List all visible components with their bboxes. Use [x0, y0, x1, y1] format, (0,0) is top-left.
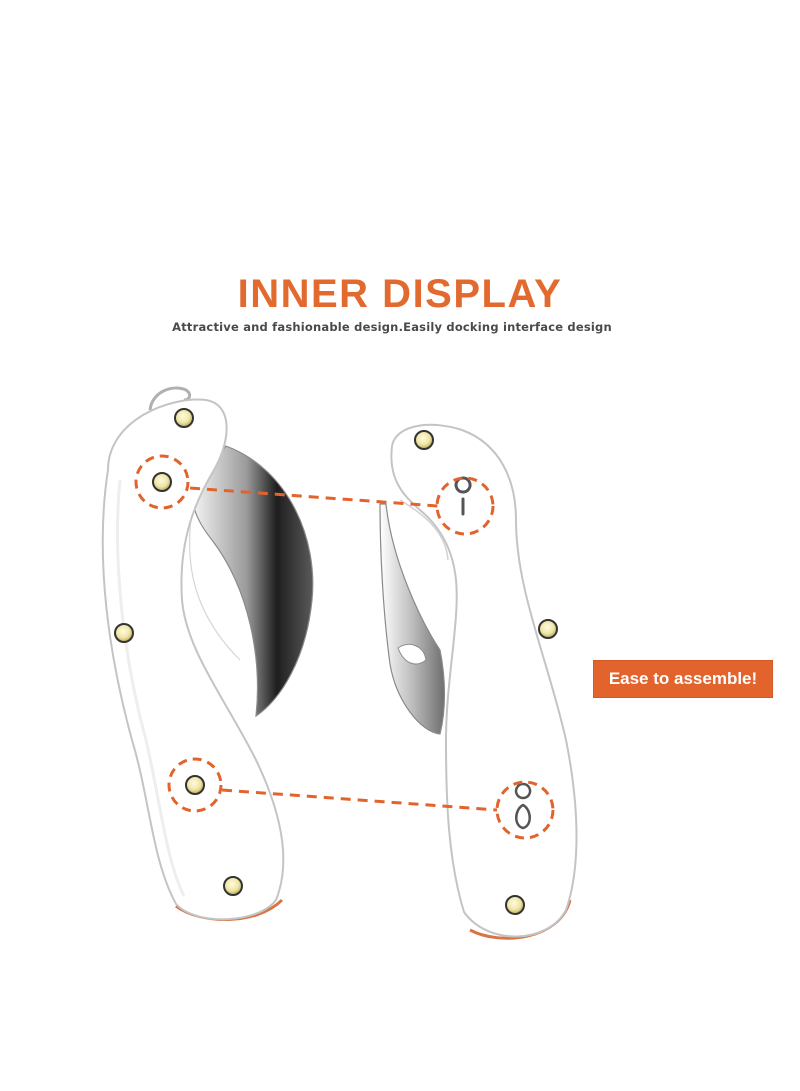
left-handle	[101, 386, 314, 921]
rivet	[185, 775, 205, 795]
knife-diagram	[101, 386, 578, 940]
connection-highlight	[134, 454, 190, 510]
rivet	[152, 472, 172, 492]
connector-line-top	[189, 486, 439, 508]
ease-to-assemble-badge: Ease to assemble!	[593, 660, 773, 698]
rivet	[174, 408, 194, 428]
connection-highlight	[167, 757, 223, 813]
rivet	[505, 895, 525, 915]
connection-highlight	[495, 780, 555, 840]
rivet	[114, 623, 134, 643]
keyhole-slot	[454, 476, 472, 516]
rivet	[414, 430, 434, 450]
page-subtitle: Attractive and fashionable design.Easily…	[172, 320, 612, 334]
rivet	[538, 619, 558, 639]
connector-line-bottom	[221, 788, 498, 812]
key-ring	[148, 386, 192, 411]
keyhole-slot	[514, 782, 532, 830]
right-handle-body	[390, 423, 578, 938]
right-handle	[379, 423, 578, 940]
rivet	[223, 876, 243, 896]
connection-highlight	[435, 476, 495, 536]
blade	[192, 445, 314, 718]
page-title: INNER DISPLAY	[237, 272, 563, 316]
opener-tool	[379, 503, 446, 735]
left-handle-body	[101, 398, 285, 921]
